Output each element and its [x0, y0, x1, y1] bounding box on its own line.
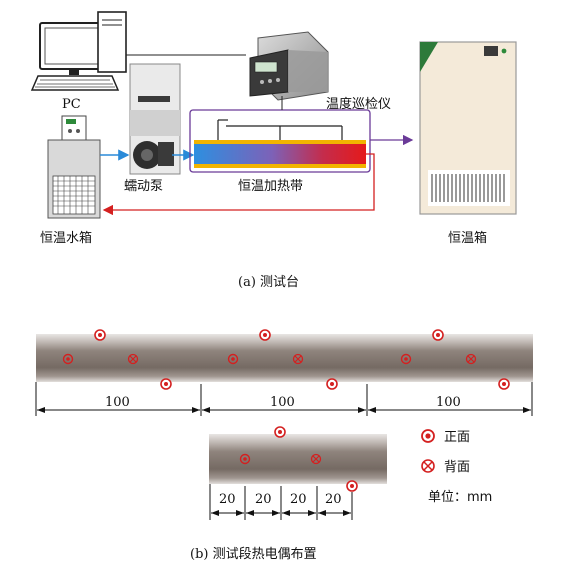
thermocouple-back	[292, 353, 304, 365]
back-thermocouple-markers	[127, 353, 477, 365]
heating-tape-frame	[189, 109, 371, 173]
thermocouple-front	[239, 453, 251, 465]
thermocouple-front	[227, 353, 239, 365]
thermocouple-front	[326, 378, 338, 390]
dimension-label: 20	[219, 492, 236, 507]
peristaltic-pump-icon	[129, 63, 181, 175]
legend-back-icon	[421, 459, 435, 473]
return-flow-line	[102, 153, 375, 216]
dimension-20-group	[209, 484, 353, 520]
thermocouple-front	[432, 329, 444, 341]
thermocouple-back	[465, 353, 477, 365]
thermocouple-front	[62, 353, 74, 365]
thermocouple-back	[127, 353, 139, 365]
test-pipe-long	[36, 334, 533, 382]
pc-label: PC	[62, 97, 81, 112]
dimension-label: 20	[255, 492, 272, 507]
thermocouple-front	[259, 329, 271, 341]
front-thermocouple-markers	[62, 329, 510, 390]
dimension-label: 20	[290, 492, 307, 507]
dimension-100-group	[35, 382, 533, 416]
legend-front-icon	[421, 429, 435, 443]
pc-icon	[30, 11, 127, 91]
dimension-label: 100	[436, 395, 461, 410]
incubator-icon	[419, 41, 517, 215]
caption-b: (b) 测试段热电偶布置	[190, 547, 317, 562]
thermocouple-front	[274, 426, 286, 438]
thermocouple-back	[310, 453, 322, 465]
thermocouple-front	[346, 480, 358, 492]
inspector-label: 温度巡检仪	[326, 96, 391, 112]
unit-label: 单位：mm	[428, 490, 492, 505]
heating-tape-icon	[194, 119, 366, 168]
thermocouple-front	[498, 378, 510, 390]
thermocouple-front	[400, 353, 412, 365]
heating-tape-label: 恒温加热带	[238, 179, 303, 194]
thermocouple-front	[160, 378, 172, 390]
thermocouple-front	[94, 329, 106, 341]
water-tank-label: 恒温水箱	[40, 230, 92, 246]
pump-label: 蠕动泵	[124, 179, 163, 194]
dimension-label: 20	[325, 492, 342, 507]
legend-front-label: 正面	[444, 430, 470, 445]
water-tank-icon	[47, 115, 101, 219]
legend-back-label: 背面	[444, 460, 470, 475]
dimension-label: 100	[270, 395, 295, 410]
incubator-label: 恒温箱	[448, 230, 487, 246]
dimension-label: 100	[105, 395, 130, 410]
temperature-inspector-icon	[249, 31, 329, 101]
caption-a: (a) 测试台	[238, 275, 299, 290]
test-pipe-short	[209, 434, 387, 484]
thermocouple-layout-diagram: 100 100 100 20 20 20 20	[35, 329, 533, 562]
test-bench-diagram: PC 温度巡检仪 恒温	[30, 11, 517, 290]
legend: 正面 背面 单位：mm	[421, 429, 492, 505]
